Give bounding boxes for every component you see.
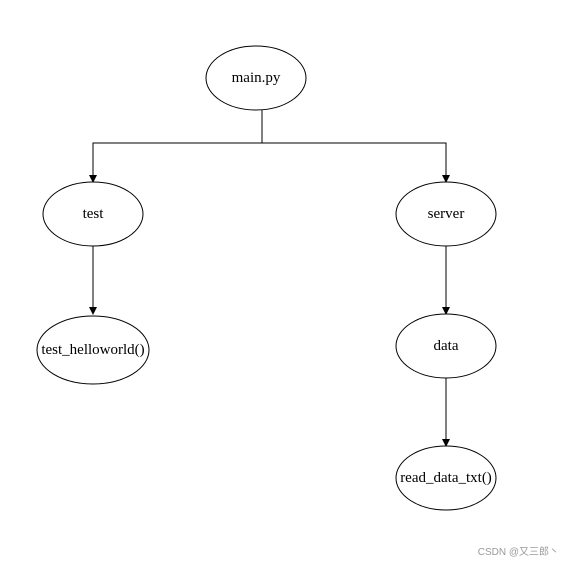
- node-test: test: [42, 181, 144, 247]
- node-main-label: main.py: [232, 70, 281, 86]
- edge-main-to-test: [89, 142, 262, 183]
- edges: [89, 110, 450, 447]
- node-server-shape: [395, 181, 497, 247]
- node-data-label: data: [434, 338, 459, 354]
- node-test-helloworld: test_helloworld(): [36, 315, 150, 385]
- node-data-shape: [395, 313, 497, 379]
- node-read-data-txt-label: read_data_txt(): [400, 470, 492, 486]
- node-data: data: [395, 313, 497, 379]
- node-read-data-txt: read_data_txt(): [395, 445, 497, 511]
- node-test-shape: [42, 181, 144, 247]
- edge-main-to-server: [262, 142, 450, 183]
- watermark: CSDN @又三郎丶: [477, 547, 559, 558]
- node-server: server: [395, 181, 497, 247]
- node-main-shape: [205, 45, 307, 111]
- node-server-label: server: [428, 206, 465, 222]
- node-test-helloworld-label: test_helloworld(): [41, 342, 144, 358]
- node-main: main.py: [205, 45, 307, 111]
- node-read-data-txt-shape: [395, 445, 497, 511]
- node-test-helloworld-shape: [36, 315, 150, 385]
- node-test-label: test: [83, 206, 105, 222]
